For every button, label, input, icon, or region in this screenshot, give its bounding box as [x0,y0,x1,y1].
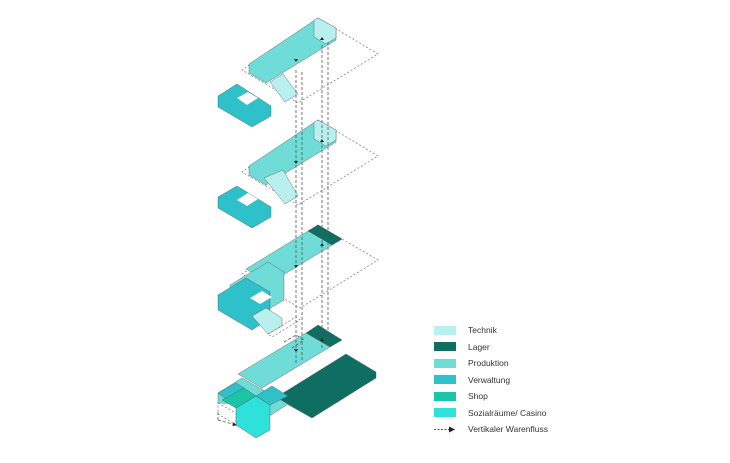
legend-item-technik: Technik [434,322,548,339]
legend-label: Produktion [468,358,509,369]
legend-label: Lager [468,341,490,352]
lager-area [307,224,343,246]
swatch-lager [434,342,456,352]
legend-label: Verwaltung [468,374,511,385]
swatch-shop [434,391,456,401]
floor-level-3 [217,17,379,128]
courtyard [250,291,272,304]
legend-label: Shop [468,391,488,402]
legend-item-warenfluss: Vertikaler Warenfluss [434,421,548,438]
swatch-technik [434,325,456,335]
dashed-arrow-icon [434,426,455,433]
legend-item-lager: Lager [434,339,548,356]
floor-level-2 [217,119,379,229]
verwaltung-area [255,385,289,406]
technik-area [263,169,299,205]
legend-item-sozialraeume: Sozialräume/ Casino [434,405,548,422]
technik-area [269,73,299,103]
floor-level-1 [217,224,379,338]
technik-area [313,17,337,45]
swatch-sozialraeume [434,408,456,418]
legend-item-shop: Shop [434,388,548,405]
vertical-goods-flow [217,42,329,427]
legend-label: Technik [468,325,497,336]
verwaltung-area [217,185,272,229]
courtyard [237,92,258,105]
technik-area [251,307,283,335]
legend-item-verwaltung: Verwaltung [434,372,548,389]
floor-level-0 [217,324,377,439]
verwaltung-area [217,83,272,128]
legend-label: Vertikaler Warenfluss [468,424,548,435]
floor-outline [241,224,379,309]
legend: Technik Lager Produktion Verwaltung Shop… [434,322,548,438]
courtyard [237,193,258,206]
floor-outline [267,316,301,338]
swatch-verwaltung [434,375,456,385]
legend-item-produktion: Produktion [434,355,548,372]
swatch-produktion [434,358,456,368]
flow-arrow-icons [294,37,324,352]
legend-label: Sozialräume/ Casino [468,407,547,418]
technik-area [313,119,337,147]
